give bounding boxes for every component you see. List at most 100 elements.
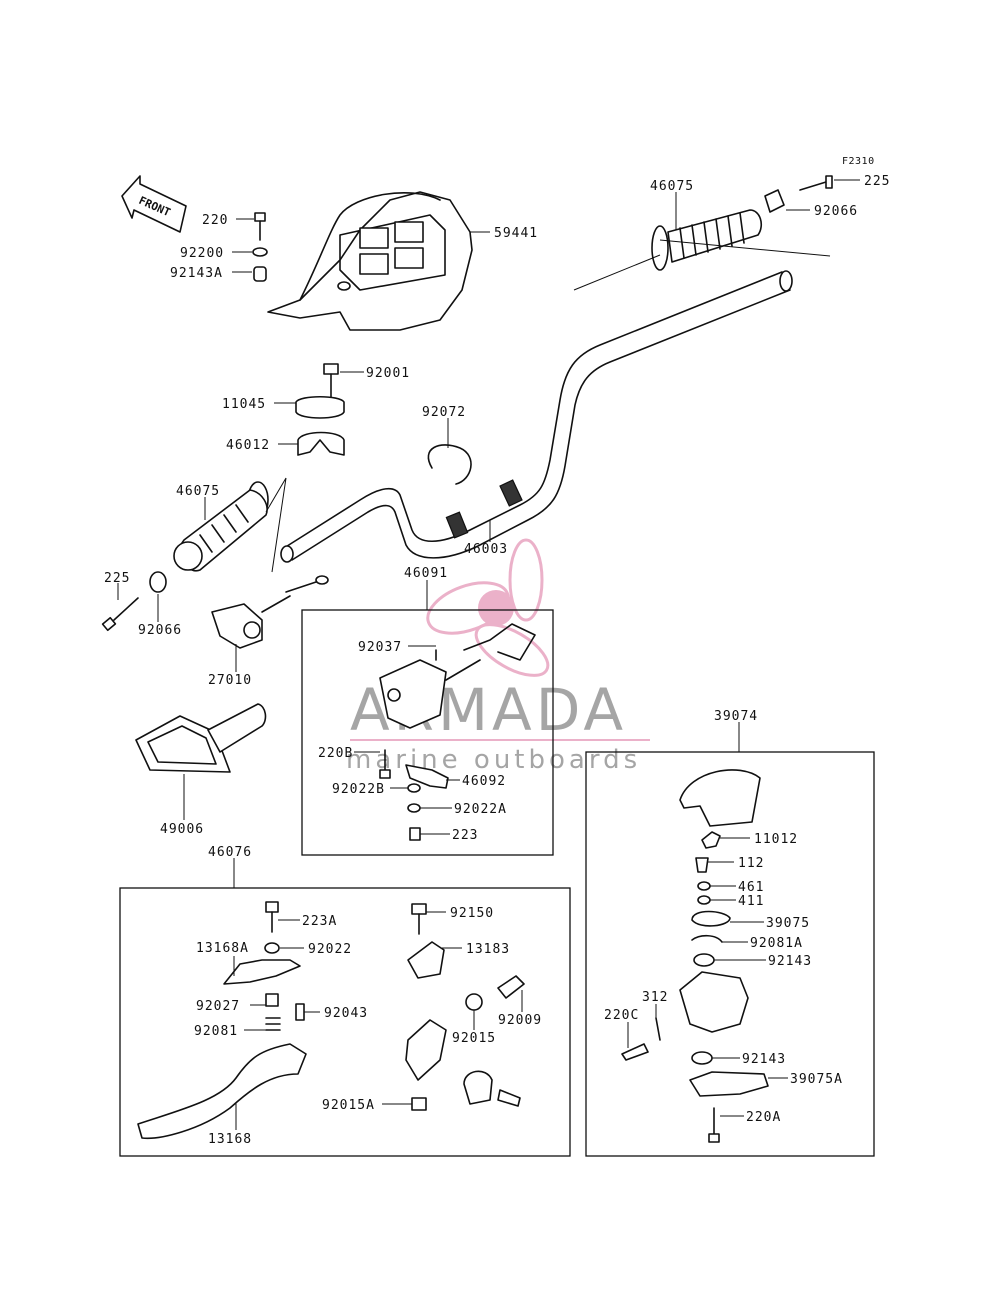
nut-92015A	[411, 1097, 427, 1111]
bolt-220B	[379, 749, 391, 779]
figure-code: F2310	[842, 156, 875, 167]
ring-461	[697, 881, 711, 891]
bolt-220A	[708, 1107, 720, 1143]
label-39075: 39075	[766, 916, 810, 931]
propeller-logo	[426, 538, 550, 677]
washer-92022A	[407, 803, 421, 813]
label-27010: 27010	[208, 673, 252, 688]
screw-312	[655, 1017, 661, 1041]
label-46003: 46003	[464, 542, 508, 557]
label-13168A: 13168A	[196, 941, 249, 956]
front-arrow-icon: FRONT	[121, 175, 187, 233]
screw-225-right	[799, 175, 833, 191]
lever-39075A	[689, 1071, 769, 1097]
guard-49006	[135, 703, 267, 773]
bolt-220C	[621, 1043, 649, 1061]
label-220: 220	[202, 213, 228, 228]
label-92015A: 92015A	[322, 1098, 375, 1113]
label-92066-left: 92066	[138, 623, 182, 638]
screw-112	[695, 857, 709, 873]
clamp-bolt	[497, 1089, 521, 1107]
plate-11012	[701, 831, 721, 849]
label-13183: 13183	[466, 942, 510, 957]
handlebar-cover	[267, 191, 473, 331]
label-59441: 59441	[494, 226, 538, 241]
grip-right-46075	[573, 209, 831, 291]
bolt-220	[254, 212, 266, 241]
watermark-subtitle: marine outboards	[346, 745, 641, 775]
leader-lines	[117, 179, 860, 1130]
label-92200: 92200	[180, 246, 224, 261]
label-92001: 92001	[366, 366, 410, 381]
lever-13168	[137, 1043, 307, 1140]
washer-92200	[252, 247, 268, 257]
lever-46092	[405, 764, 449, 789]
label-92022B: 92022B	[332, 782, 385, 797]
label-220C: 220C	[604, 1008, 639, 1023]
bolt-92150	[411, 903, 427, 935]
label-11012: 11012	[754, 832, 798, 847]
grip-left-46075	[173, 477, 287, 573]
seal-92143-bottom	[691, 1051, 713, 1065]
label-220A: 220A	[746, 1110, 781, 1125]
cap-92066-right	[764, 189, 785, 213]
switch-housing	[379, 623, 536, 729]
screw-225-left	[101, 597, 139, 632]
label-92081A: 92081A	[750, 936, 803, 951]
throttle-case-27010	[211, 575, 329, 649]
ring-411	[697, 895, 711, 905]
screw-223A	[265, 901, 279, 933]
lever-assembly-box	[119, 887, 571, 1157]
label-46092: 46092	[462, 774, 506, 789]
holder-46012	[297, 431, 345, 456]
label-92037: 92037	[358, 640, 402, 655]
bracket-13183	[407, 941, 445, 979]
clip-92081A	[691, 934, 723, 943]
label-46075-left: 46075	[176, 484, 220, 499]
label-223A: 223A	[302, 914, 337, 929]
screw-92009	[497, 975, 525, 999]
clamp-cap	[463, 1070, 493, 1105]
label-46075-right: 46075	[650, 179, 694, 194]
clamp-body	[405, 1019, 447, 1081]
spring-92081	[265, 1017, 281, 1031]
diaphragm-39075	[691, 910, 731, 927]
seal-92143-top	[693, 953, 715, 967]
cap-39074	[679, 769, 761, 827]
clamp-92072	[427, 444, 472, 485]
bolt-92001	[323, 363, 339, 401]
label-225-left: 225	[104, 571, 130, 586]
label-39075A: 39075A	[790, 1072, 843, 1087]
label-92022A: 92022A	[454, 802, 507, 817]
label-92027: 92027	[196, 999, 240, 1014]
label-461: 461	[738, 880, 764, 895]
label-92066-right: 92066	[814, 204, 858, 219]
label-312: 312	[642, 990, 668, 1005]
watermark: ARMADA marine outboards	[346, 538, 650, 775]
part-labels: 220 92200 92143A 59441 92001 11045 46012…	[104, 174, 889, 1147]
label-92143-bottom: 92143	[742, 1052, 786, 1067]
label-92081: 92081	[194, 1024, 238, 1039]
master-cylinder-box	[585, 751, 875, 1157]
label-411: 411	[738, 894, 764, 909]
label-223: 223	[452, 828, 478, 843]
label-92043: 92043	[324, 1006, 368, 1021]
label-92022: 92022	[308, 942, 352, 957]
label-112: 112	[738, 856, 764, 871]
label-46091: 46091	[404, 566, 448, 581]
adjuster-92015	[465, 993, 483, 1011]
pin-92043	[295, 1003, 305, 1021]
label-92150: 92150	[450, 906, 494, 921]
label-92143-top: 92143	[768, 954, 812, 969]
washer-92022B	[407, 783, 421, 793]
washer-92022	[264, 942, 280, 954]
label-92009: 92009	[498, 1013, 542, 1028]
label-46012: 46012	[226, 438, 270, 453]
collar-92143A	[253, 266, 267, 282]
nut-223	[409, 827, 421, 841]
label-46076: 46076	[208, 845, 252, 860]
label-11045: 11045	[222, 397, 266, 412]
label-92015: 92015	[452, 1031, 496, 1046]
holder-11045	[295, 395, 345, 419]
